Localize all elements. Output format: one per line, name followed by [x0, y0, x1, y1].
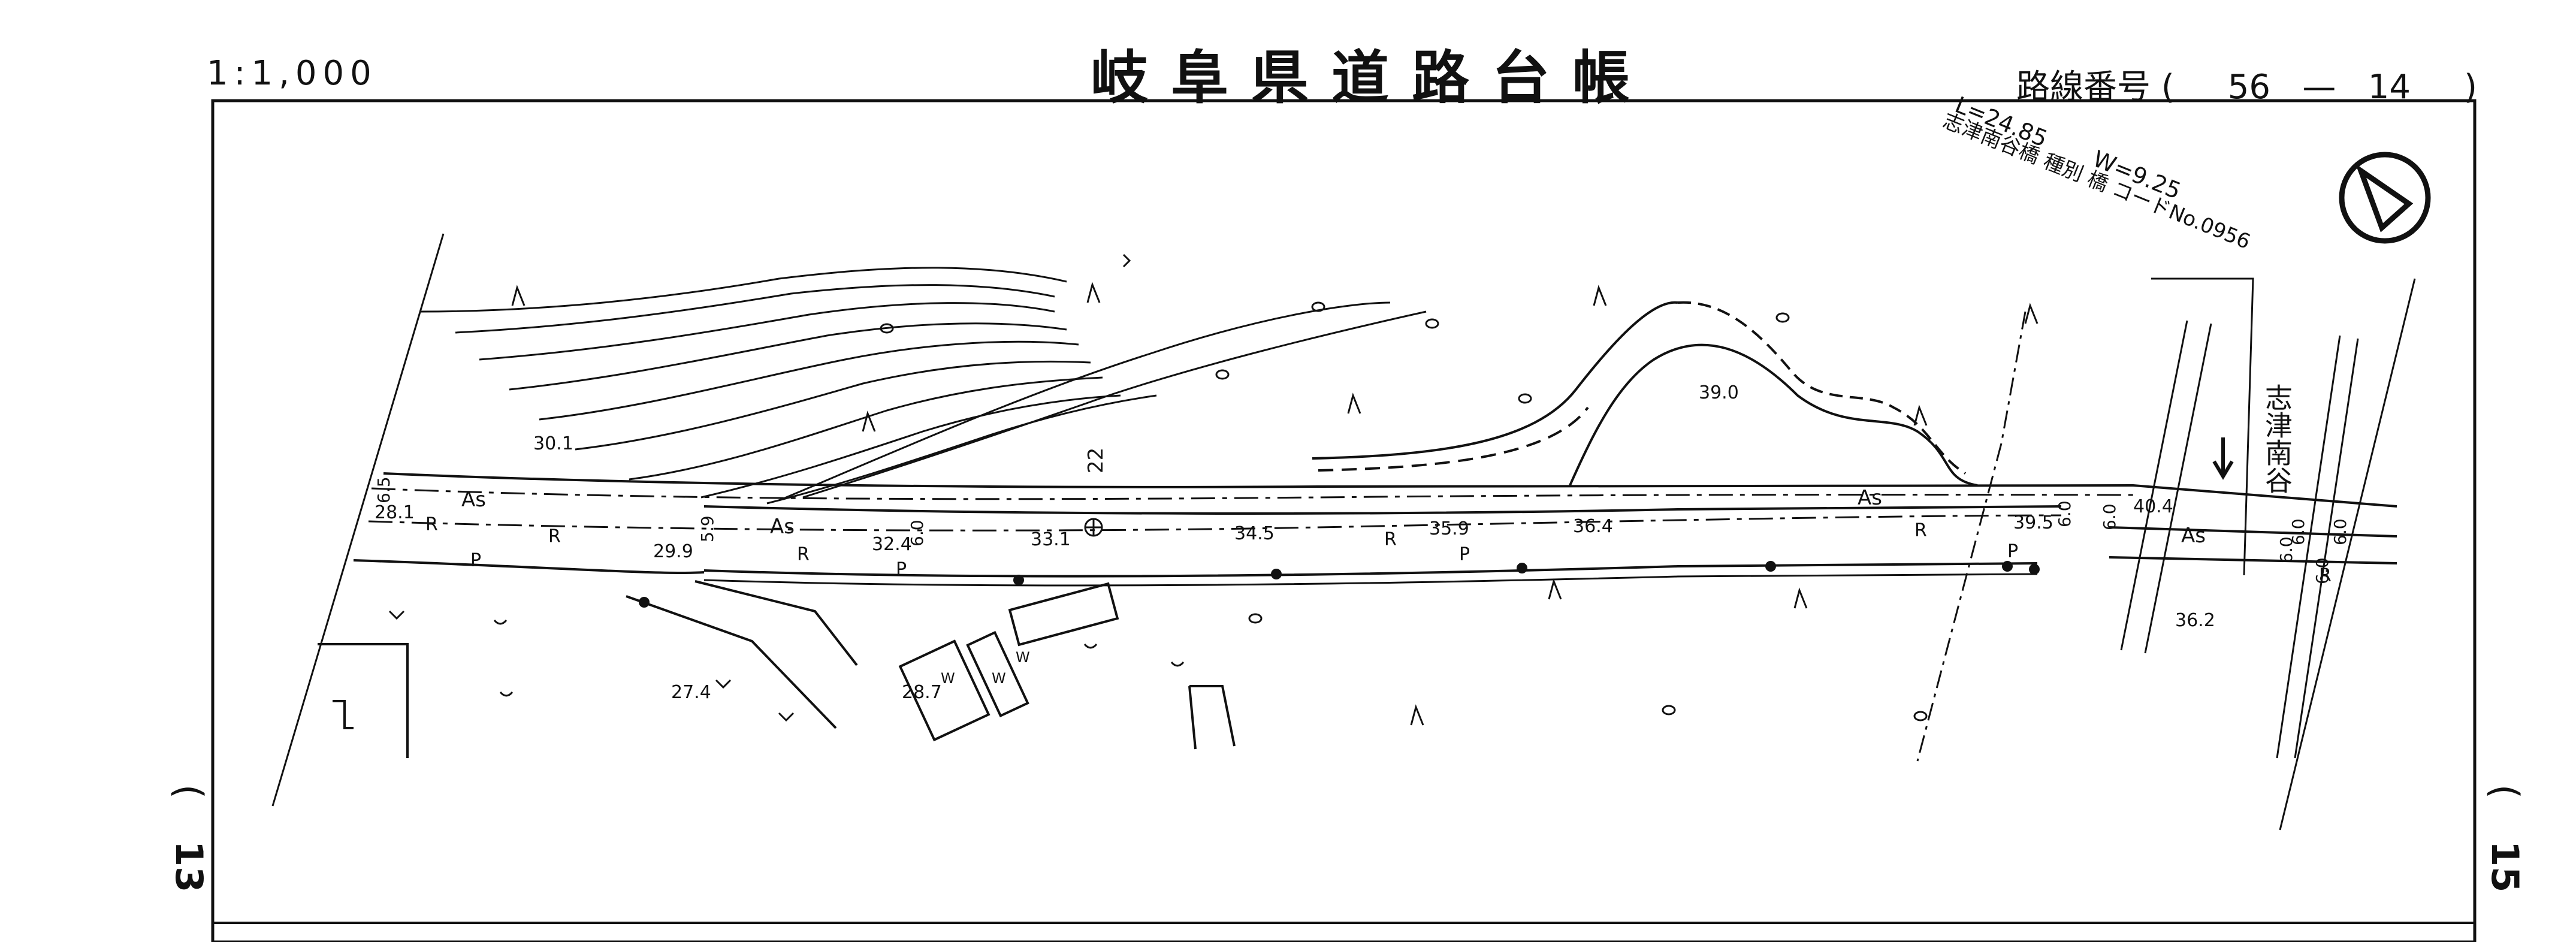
- surface-as: As: [770, 515, 795, 539]
- wasteland-w: W: [1016, 649, 1030, 666]
- main-road: [353, 472, 2397, 587]
- road-r: R: [548, 526, 561, 547]
- elevation: 35.9: [1429, 518, 1469, 539]
- ped-p: P: [896, 559, 907, 580]
- width: 6.0: [2055, 500, 2074, 527]
- elevation: 27.4: [671, 682, 711, 703]
- elevation: 30.1: [533, 433, 573, 454]
- road-r: R: [1914, 520, 1927, 541]
- wasteland-w: W: [941, 670, 955, 687]
- surface-as: As: [461, 488, 486, 512]
- ped-p: P: [470, 550, 481, 571]
- vegetation-symbols: [388, 253, 2039, 726]
- wasteland-w: W: [992, 670, 1006, 687]
- place-name: 志津南谷: [2261, 384, 2293, 494]
- width: 6.5: [374, 476, 394, 503]
- road-r: R: [425, 514, 438, 535]
- width: 5.9: [697, 515, 717, 542]
- width: 6.0: [2330, 518, 2350, 545]
- elevation: 28.1: [375, 502, 415, 523]
- elevation: 29.9: [653, 541, 693, 562]
- surface-labels: As As As As: [461, 486, 2206, 548]
- elevation: 34.5: [1234, 523, 1275, 544]
- road-r: R: [1384, 529, 1397, 550]
- sheet-boundary-left: [271, 233, 445, 807]
- width: 6.0: [2288, 518, 2308, 545]
- contour-lines: [419, 267, 1427, 505]
- width: 6.0: [2100, 503, 2119, 530]
- station-number: 22: [1084, 448, 1108, 473]
- compass-north-arrow-icon: [2339, 152, 2431, 244]
- bridge-info: 志津南谷橋 種別 橋 コードNo.0956: [1940, 108, 2254, 254]
- elevation: 36.2: [2175, 610, 2215, 631]
- road-r: R: [2319, 565, 2332, 586]
- direction-arrow-icon: [2212, 437, 2234, 480]
- road-labels: R R R R R R P P P P: [425, 514, 2332, 586]
- elevation: 33.1: [1031, 529, 1071, 550]
- elevation: 39.0: [1699, 382, 1739, 403]
- elevation: 40.4: [2133, 496, 2173, 517]
- map-frame: [211, 99, 2477, 942]
- elevation-labels: 30.1 28.1 29.9 32.4 33.1 34.5 35.9 36.4 …: [375, 382, 2215, 703]
- ped-p: P: [1459, 544, 1470, 565]
- embankment: [1312, 301, 1978, 487]
- wasteland-symbols: W W W: [941, 649, 1030, 687]
- width: 6.0: [2276, 536, 2296, 563]
- elevation: 39.5: [2013, 512, 2053, 533]
- ped-p: P: [2007, 541, 2018, 562]
- elevation: 32.4: [872, 534, 912, 555]
- elevation: 36.4: [1573, 516, 1613, 537]
- road-r: R: [797, 544, 810, 565]
- buildings: [318, 580, 1236, 758]
- width: 6.0: [2312, 557, 2332, 584]
- map-scale: 1:1,000: [207, 54, 378, 93]
- culvert-markers: [639, 561, 2040, 608]
- surface-as: As: [2181, 524, 2206, 548]
- width-labels: 6.5 6.0 5.9 6.0 6.0 6.0 6.0 6.0 6.0: [374, 476, 2350, 584]
- elevation: 28.7: [902, 682, 942, 703]
- sheet-boundary-right: [2279, 278, 2416, 831]
- width: 6.0: [907, 520, 927, 547]
- hatched-strips: [1916, 277, 2359, 762]
- surface-as: As: [1858, 486, 1882, 510]
